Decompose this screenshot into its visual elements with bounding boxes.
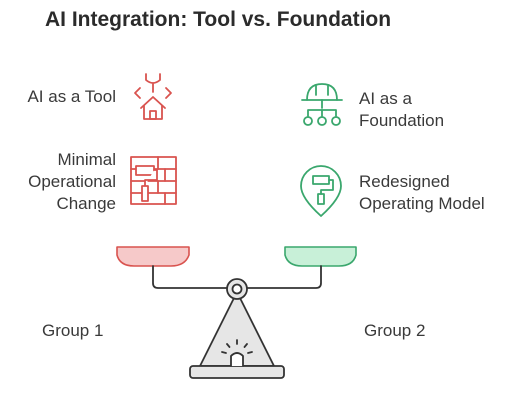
tool-house-icon	[134, 73, 172, 120]
label-minimal-operational-change: Minimal Operational Change	[0, 149, 116, 215]
label-line: Operational	[28, 172, 116, 191]
location-pin-paint-roller-icon	[300, 165, 342, 217]
label-line: AI as a	[359, 89, 412, 108]
brick-wall-paint-roller-icon	[130, 156, 177, 205]
label-ai-as-a-tool-text: AI as a Tool	[27, 87, 116, 106]
label-ai-as-a-foundation: AI as a Foundation	[359, 88, 509, 132]
balance-scale-icon	[152, 265, 322, 379]
right-pan	[284, 246, 357, 267]
label-line: Change	[56, 194, 116, 213]
label-line: Operating Model	[359, 194, 485, 213]
page-title: AI Integration: Tool vs. Foundation	[45, 8, 392, 31]
label-line: Foundation	[359, 111, 445, 130]
label-redesigned-operating-model: Redesigned Operating Model	[359, 171, 519, 215]
label-line: Minimal	[57, 150, 116, 169]
group-1-label: Group 1	[42, 321, 104, 340]
hard-hat-hierarchy-icon	[301, 83, 343, 126]
label-ai-as-a-tool: AI as a Tool	[0, 86, 116, 108]
left-pan	[116, 246, 190, 267]
label-line: Redesigned	[359, 172, 450, 191]
group-2-label: Group 2	[364, 321, 426, 340]
